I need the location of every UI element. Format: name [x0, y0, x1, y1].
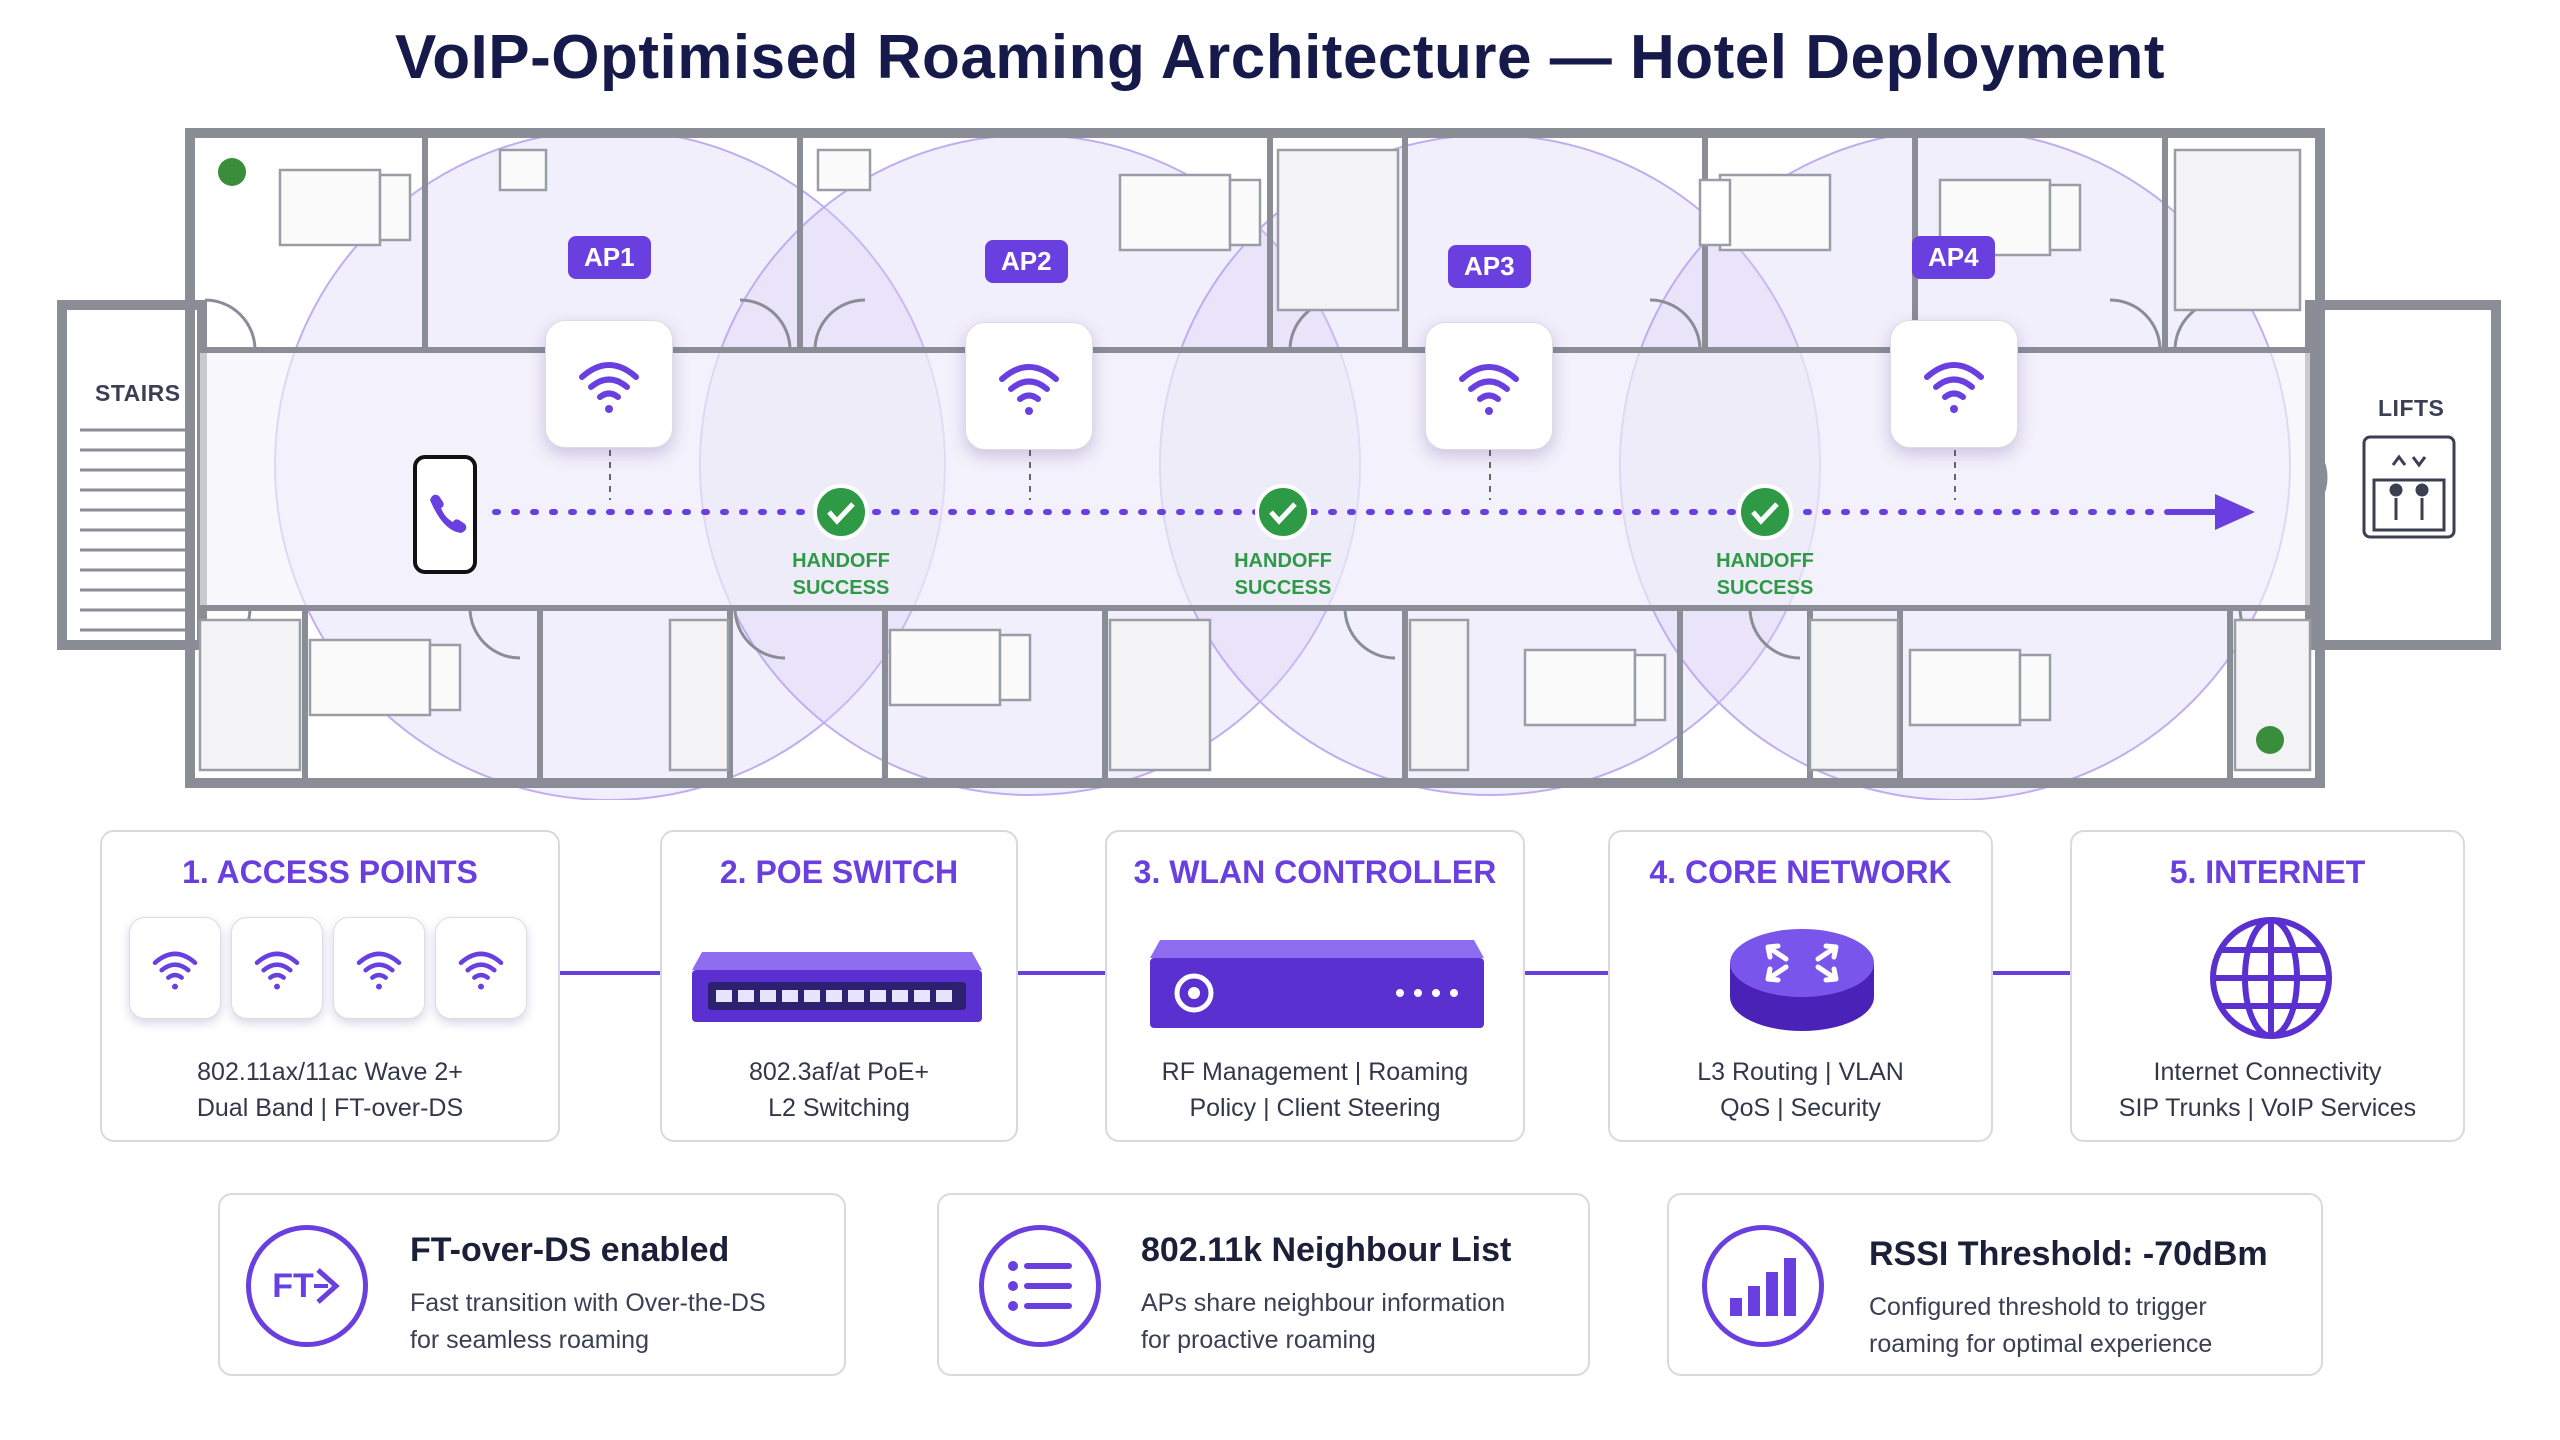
card-poe-switch: 2. POE SWITCH 802.3af/at PoE+ L2 Switchi… — [660, 830, 1018, 1142]
card-desc: Internet Connectivity SIP Trunks | VoIP … — [2072, 1054, 2463, 1126]
wifi-icon — [254, 951, 300, 990]
phone-icon — [413, 455, 477, 574]
ap2-device[interactable] — [965, 322, 1093, 450]
lift-icon — [2362, 435, 2456, 539]
card-title: 4. CORE NETWORK — [1649, 854, 1952, 890]
page-title: VoIP-Optimised Roaming Architecture — Ho… — [394, 23, 2166, 92]
hotel-floor-plan — [57, 128, 2501, 800]
card-title: 5. INTERNET — [2169, 854, 2366, 890]
handoff-label-3: HANDOFF SUCCESS — [1695, 548, 1835, 602]
signal-bars-glyph — [1730, 1258, 1796, 1316]
card-desc-line1: 802.3af/at PoE+ — [748, 1058, 929, 1086]
card-desc-line2: L2 Switching — [768, 1094, 910, 1122]
ap3-device[interactable] — [1425, 322, 1553, 450]
ap-drop-lines — [609, 450, 1956, 500]
feature-rssi-threshold: RSSI Threshold: -70dBm Configured thresh… — [1667, 1193, 2323, 1376]
ap4-tag: AP4 — [1912, 236, 1995, 279]
wifi-icon — [579, 362, 639, 413]
feature-desc: Configured threshold to trigger roaming … — [1869, 1289, 2212, 1363]
handoff-label-line1: HANDOFF — [1716, 550, 1814, 572]
arrowhead-icon — [2215, 494, 2255, 530]
ap1-device[interactable] — [545, 320, 673, 448]
feature-title: FT-over-DS enabled — [410, 1231, 730, 1269]
roaming-path — [492, 494, 2255, 530]
mini-ap-3 — [333, 917, 425, 1019]
card-internet: 5. INTERNET Internet Connectivity SIP Tr… — [2070, 830, 2465, 1142]
feature-desc-line2: for seamless roaming — [410, 1326, 649, 1354]
globe-icon — [2210, 917, 2332, 1039]
card-desc-line2: QoS | Security — [1720, 1094, 1881, 1122]
room-furniture — [198, 148, 2312, 772]
wifi-icon — [999, 364, 1059, 415]
card-desc: 802.11ax/11ac Wave 2+ Dual Band | FT-ove… — [102, 1054, 558, 1126]
handoff-label-line2: SUCCESS — [792, 577, 890, 599]
handoff-label-line1: HANDOFF — [1234, 550, 1332, 572]
list-icon-glyph — [1008, 1261, 1072, 1311]
ft-icon: FT — [246, 1225, 368, 1347]
feature-neighbour-list: 802.11k Neighbour List APs share neighbo… — [937, 1193, 1590, 1376]
card-wlan-controller: 3. WLAN CONTROLLER RF Management | Roami… — [1105, 830, 1525, 1142]
feature-desc-line1: APs share neighbour information — [1141, 1289, 1506, 1317]
feature-ft-over-ds: FT FT-over-DS enabled Fast transition wi… — [218, 1193, 846, 1376]
wifi-icon — [458, 951, 504, 990]
ap4-device[interactable] — [1890, 320, 2018, 448]
stairs-label: STAIRS — [95, 380, 181, 406]
ap3-tag: AP3 — [1448, 245, 1531, 288]
card-title: 2. POE SWITCH — [719, 854, 959, 890]
card-desc-line1: 802.11ax/11ac Wave 2+ — [197, 1058, 463, 1086]
router-icon — [1730, 929, 1874, 1031]
handoff-label-2: HANDOFF SUCCESS — [1213, 548, 1353, 602]
card-title: 3. WLAN CONTROLLER — [1133, 854, 1497, 890]
wifi-icon — [1459, 364, 1519, 415]
list-icon — [979, 1225, 1101, 1347]
feature-desc: APs share neighbour information for proa… — [1141, 1285, 1505, 1359]
ft-icon-text: FT — [272, 1266, 314, 1305]
card-desc-line2: Policy | Client Steering — [1189, 1094, 1441, 1122]
ap2-tag: AP2 — [985, 240, 1068, 283]
handoff-label-line2: SUCCESS — [1234, 577, 1332, 599]
mini-ap-1 — [129, 917, 221, 1019]
wifi-icon — [152, 951, 198, 990]
card-desc-line2: SIP Trunks | VoIP Services — [2118, 1094, 2417, 1122]
card-title: 1. ACCESS POINTS — [182, 854, 478, 890]
card-desc: L3 Routing | VLAN QoS | Security — [1610, 1054, 1991, 1126]
handoff-check-icons — [813, 484, 1793, 540]
feature-desc-line1: Configured threshold to trigger — [1869, 1293, 2207, 1321]
wifi-icon — [1924, 362, 1984, 413]
feature-desc-line1: Fast transition with Over-the-DS — [410, 1289, 766, 1317]
switch-icon — [692, 952, 982, 1022]
card-desc: 802.3af/at PoE+ L2 Switching — [662, 1054, 1016, 1126]
card-desc: RF Management | Roaming Policy | Client … — [1107, 1054, 1523, 1126]
feature-title: RSSI Threshold: -70dBm — [1869, 1235, 2268, 1273]
ap1-tag: AP1 — [568, 236, 651, 279]
handoff-label-1: HANDOFF SUCCESS — [771, 548, 911, 602]
chevron-right-icon — [313, 1268, 340, 1304]
mini-ap-2 — [231, 917, 323, 1019]
plant-icons — [218, 158, 2284, 754]
signal-bars-icon — [1702, 1225, 1824, 1347]
wifi-icon — [356, 951, 402, 990]
mini-ap-4 — [435, 917, 527, 1019]
feature-desc: Fast transition with Over-the-DS for sea… — [410, 1285, 766, 1359]
lifts-label: LIFTS — [2378, 395, 2445, 421]
feature-desc-line2: for proactive roaming — [1141, 1326, 1376, 1354]
feature-desc-line2: roaming for optimal experience — [1869, 1330, 2213, 1358]
feature-title: 802.11k Neighbour List — [1141, 1231, 1512, 1269]
card-desc-line1: Internet Connectivity — [2153, 1058, 2382, 1086]
card-core-network: 4. CORE NETWORK L3 Routing | VLAN QoS | … — [1608, 830, 1993, 1142]
card-desc-line1: RF Management | Roaming — [1161, 1058, 1469, 1086]
card-desc-line2: Dual Band | FT-over-DS — [196, 1094, 464, 1122]
card-access-points: 1. ACCESS POINTS 802.11ax/11ac Wave 2+ D… — [100, 830, 560, 1142]
handoff-label-line2: SUCCESS — [1716, 577, 1814, 599]
handoff-label-line1: HANDOFF — [792, 550, 890, 572]
controller-icon — [1150, 940, 1484, 1028]
card-desc-line1: L3 Routing | VLAN — [1697, 1058, 1904, 1086]
